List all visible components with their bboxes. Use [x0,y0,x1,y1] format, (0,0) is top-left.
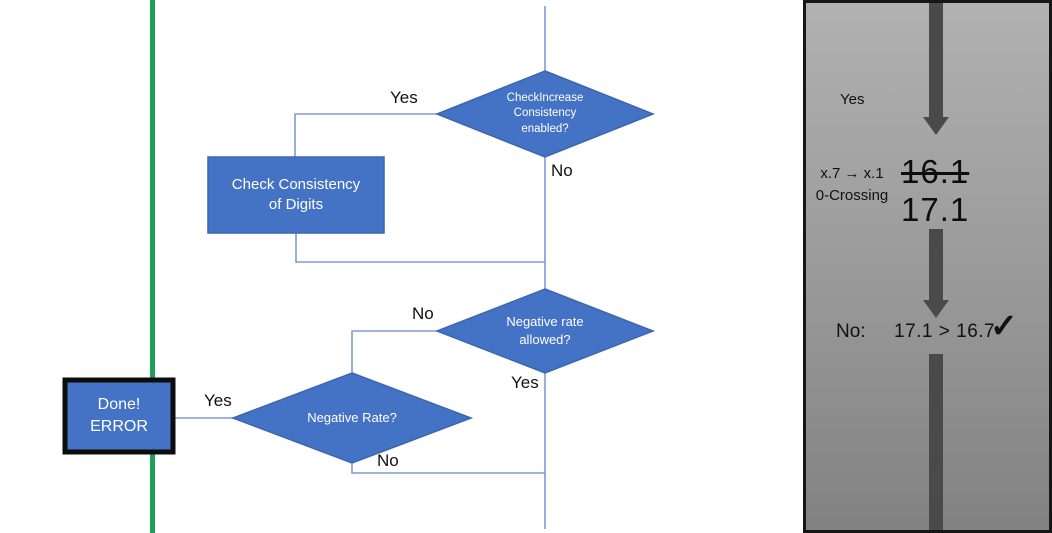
old-value: 16.1 [901,153,970,190]
arrow-down-icon [929,354,943,530]
connector-yes-to-process [294,113,437,157]
arrow-down-head-icon [923,300,949,318]
arrow-down-icon [929,3,943,117]
rule-line1: x.7 → x.1 [820,165,884,182]
decision-check-increase-diamond [434,70,656,158]
connector-process-return [295,233,545,263]
result-prefix: No: [836,321,866,342]
arrow-down-head-icon [923,117,949,135]
new-value: 17.1 [901,191,970,228]
arrow-down-icon [929,229,943,300]
side-panel: Yes x.7 → x.1 0-Crossing 16.1 17.1 No: 1… [803,0,1052,533]
rule-line2: 0-Crossing [815,187,889,204]
connector-no-return [351,463,545,474]
panel-branch-label: Yes [840,91,865,108]
decision-negative-rate-diamond [230,372,474,464]
process-check-consistency-box [207,156,385,234]
connector-no-to-negative-rate [351,330,437,373]
terminator-done-error-box [62,377,176,455]
timeline-green-line [150,0,155,533]
connector-lines [173,6,546,529]
rule-description: x.7 → x.1 0-Crossing [806,163,898,207]
checkmark-icon: ✓ [990,307,1018,344]
decision-negative-rate-allowed-diamond [434,288,656,374]
result-comparison: 17.1 > 16.7 [894,321,996,342]
